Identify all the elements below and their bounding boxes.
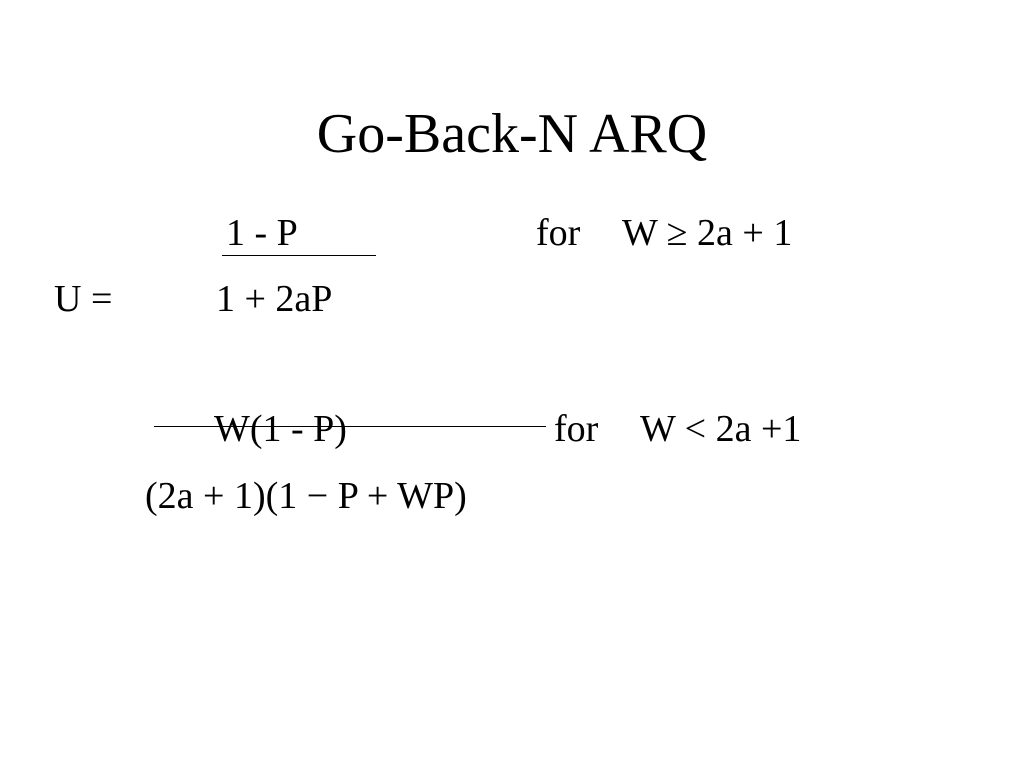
case1-condition: W ≥ 2a + 1 (622, 212, 793, 254)
case2-numerator: W(1 - P) (214, 408, 347, 450)
case1-fraction-bar (222, 255, 376, 256)
case2-for-label: for (554, 408, 599, 450)
equation-lhs: U = (54, 278, 113, 320)
case1-numerator: 1 - P (226, 212, 298, 254)
slide-title: Go-Back-N ARQ (316, 103, 708, 165)
case2-denominator: (2a + 1)(1 − P + WP) (145, 475, 467, 517)
case1-for-label: for (536, 212, 581, 254)
case2-fraction-bar (154, 426, 546, 427)
case2-condition: W < 2a +1 (640, 408, 802, 450)
case1-denominator: 1 + 2aP (216, 278, 333, 320)
